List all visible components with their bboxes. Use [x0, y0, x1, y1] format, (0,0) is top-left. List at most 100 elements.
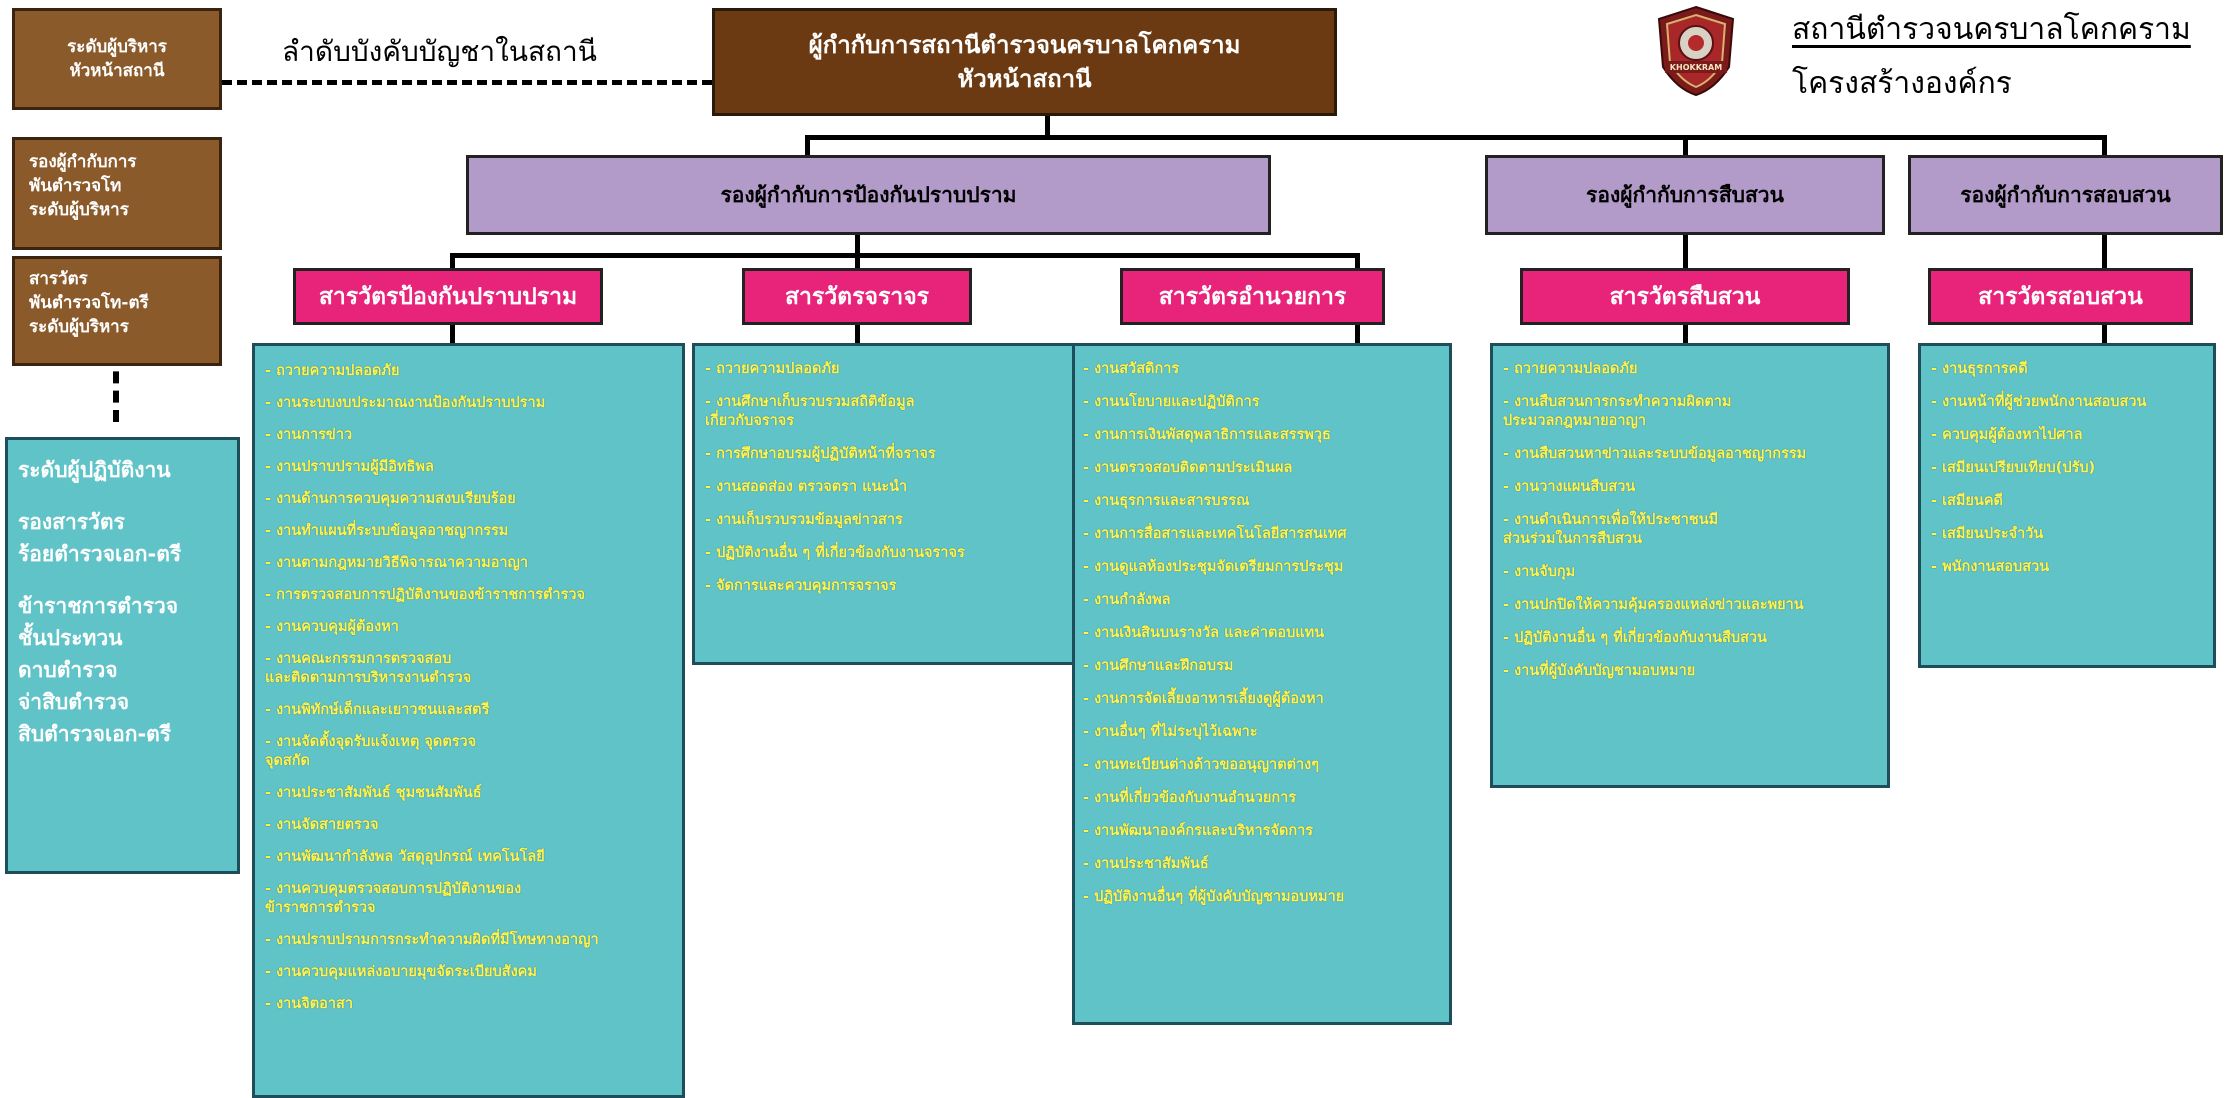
deputy-investigation-label: รองผู้กำกับการสืบสวน [1586, 182, 1784, 207]
left-box-text: สารวัตร [29, 269, 88, 289]
chief-subtitle: หัวหน้าสถานี [957, 65, 1092, 93]
task-item: - งานกำลังพล [1083, 592, 1171, 608]
connector [805, 135, 2107, 140]
left-box-text: รองผู้กำกับการ [29, 152, 137, 172]
connector [1683, 235, 1688, 268]
task-item: - งานการสื่อสารและเทคโนโลยีสารสนเทศ [1083, 526, 1347, 542]
left-operational-box: ระดับผู้ปฏิบัติงาน รองสารวัตร ร้อยตำรวจเ… [5, 437, 240, 874]
task-item: - การตรวจสอบการปฏิบัติงานของข้าราชการตำร… [265, 587, 586, 603]
task-item: - การศึกษาอบรมผู้ปฏิบัติหน้าที่จราจร [705, 446, 936, 462]
task-item: - งานคณะกรรมการตรวจสอบ และติดตามการบริหา… [265, 651, 472, 686]
task-item: - งานธุรการคดี [1931, 361, 2028, 377]
connector [450, 325, 455, 343]
inspector-prevention-label: สารวัตรป้องกันปราบปราม [318, 283, 578, 310]
ops-item [18, 570, 227, 590]
tasks-traffic-box: - ถวายความปลอดภัย - งานศึกษาเก็บรวบรวมสถ… [692, 343, 1100, 665]
task-item: - งานจัดตั้งจุดรับแจ้งเหตุ จุดตรวจ จุดสก… [265, 734, 477, 769]
ops-item: ข้าราชการตำรวจ ชั้นประทวน ดาบตำรวจ จ่าสิ… [18, 594, 179, 746]
task-item: - งานทำแผนที่ระบบข้อมูลอาชญากรรม [265, 523, 509, 539]
inspector-inquiry-label: สารวัตรสอบสวน [1978, 283, 2143, 310]
task-item: - งานควบคุมผู้ต้องหา [265, 619, 399, 635]
tasks-investigation-box: - ถวายความปลอดภัย - งานสืบสวนการกระทำควา… [1490, 343, 1890, 788]
task-item: - เสมียนประจำวัน [1931, 526, 2044, 542]
deputy-inquiry-box: รองผู้กำกับการสอบสวน [1908, 155, 2223, 235]
task-item: - งานตามกฎหมายวิธีพิจารณาความอาญา [265, 555, 529, 571]
inspector-investigation-label: สารวัตรสืบสวน [1609, 283, 1761, 310]
task-item: - งานสวัสดิการ [1083, 361, 1180, 377]
rank-dashed-connector [222, 80, 712, 85]
task-item: - ถวายความปลอดภัย [1503, 361, 1638, 377]
task-item: - งานวางแผนสืบสวน [1503, 479, 1636, 495]
connector [1683, 135, 1688, 155]
task-item: - งานการข่าว [265, 427, 353, 443]
task-item: - เสมียนเปรียบเทียบ(ปรับ) [1931, 460, 2096, 476]
task-item: - งานจิตอาสา [265, 996, 353, 1012]
task-item: - งานดำเนินการเพื่อให้ประชาชนมี ส่วนร่วม… [1503, 512, 1719, 547]
task-item: - งานควบคุมตรวจสอบการปฏิบัติงานของ ข้ารา… [265, 881, 522, 916]
task-item: - งานควบคุมแหล่งอบายมุขจัดระเบียบสังคม [265, 964, 537, 980]
station-chief-box: ผู้กำกับการสถานีตำรวจนครบาลโคกคราม หัวหน… [712, 8, 1337, 116]
task-item: - งานสอดส่อง ตรวจตรา แนะนำ [705, 479, 908, 495]
task-item: - งานด้านการควบคุมความสงบเรียบร้อย [265, 491, 516, 507]
inspector-investigation-box: สารวัตรสืบสวน [1520, 268, 1850, 325]
connector [2102, 135, 2107, 155]
task-item: - งานพัฒนากำลังพล วัสดุอุปกรณ์ เทคโนโลยี [265, 849, 545, 865]
task-item: - งานจับกุม [1503, 564, 1576, 580]
station-name-heading: สถานีตำรวจนครบาลโคกคราม [1792, 12, 2191, 47]
connector [450, 253, 455, 268]
task-item: - งานเก็บรวบรวมข้อมูลข่าวสาร [705, 512, 903, 528]
task-item: - งานทะเบียนต่างด้าวขออนุญาตต่างๆ [1083, 757, 1320, 773]
task-item: - ปฏิบัติงานอื่น ๆ ที่เกี่ยวข้องกับงานสื… [1503, 630, 1767, 646]
task-item: - งานปกปิดให้ความคุ้มครองแหล่งข่าวและพยา… [1503, 597, 1804, 613]
deputy-prevention-box: รองผู้กำกับการป้องกันปราบปราม [466, 155, 1271, 235]
task-item: - ถวายความปลอดภัย [705, 361, 840, 377]
deputy-investigation-box: รองผู้กำกับการสืบสวน [1485, 155, 1885, 235]
task-item: - งานศึกษาและฝึกอบรม [1083, 658, 1234, 674]
left-deputy-box: รองผู้กำกับการ พันตำรวจโท ระดับผู้บริหาร [12, 137, 222, 250]
ops-item: รองสารวัตร ร้อยตำรวจเอก-ตรี [18, 510, 182, 566]
task-item: - จัดการและควบคุมการจราจร [705, 578, 897, 594]
connector [2102, 235, 2107, 268]
task-item: - งานอื่นๆ ที่ไม่ระบุไว้เฉพาะ [1083, 724, 1258, 740]
left-inspector-box: สารวัตร พันตำรวจโท-ตรี ระดับผู้บริหาร [12, 256, 222, 366]
connector [855, 235, 860, 255]
task-item: - งานหน้าที่ผู้ช่วยพนักงานสอบสวน [1931, 394, 2147, 410]
station-logo: KHOKKRAM [1655, 5, 1737, 97]
left-exec-head-box: ระดับผู้บริหาร หัวหน้าสถานี [12, 8, 222, 110]
connector [805, 135, 810, 155]
logo-text: KHOKKRAM [1670, 63, 1722, 72]
task-item: - งานจัดสายตรวจ [265, 817, 379, 833]
org-structure-heading: โครงสร้างองค์กร [1792, 66, 2012, 101]
deputy-inquiry-label: รองผู้กำกับการสอบสวน [1960, 182, 2171, 207]
connector [1355, 325, 1360, 343]
connector [1045, 116, 1050, 138]
task-item: - งานการจัดเลี้ยงอาหารเลี้ยงดูผู้ต้องหา [1083, 691, 1324, 707]
task-item: - งานศึกษาเก็บรวบรวมสถิติข้อมูล เกี่ยวกั… [705, 394, 915, 429]
task-item: - งานประชาสัมพันธ์ [1083, 856, 1209, 872]
task-item: - งานนโยบายและปฏิบัติการ [1083, 394, 1260, 410]
connector [2102, 325, 2107, 343]
inspector-admin-label: สารวัตรอำนวยการ [1158, 283, 1347, 310]
task-item: - งานปราบปรามการกระทำความผิดที่มีโทษทางอ… [265, 932, 599, 948]
left-dashed-connector [113, 352, 119, 422]
inspector-inquiry-box: สารวัตรสอบสวน [1928, 268, 2193, 325]
task-item: - งานปราบปรามผู้มีอิทธิพล [265, 459, 434, 475]
chief-title: ผู้กำกับการสถานีตำรวจนครบาลโคกคราม [808, 31, 1241, 59]
task-item: - เสมียนคดี [1931, 493, 2003, 509]
connector [1355, 253, 1360, 268]
task-item: - งานดูแลห้องประชุมจัดเตรียมการประชุม [1083, 559, 1344, 575]
left-box-text: พันตำรวจโท [29, 176, 122, 196]
connector [1683, 325, 1688, 343]
task-item: - งานสืบสวนหาข่าวและระบบข้อมูลอาชญากรรม [1503, 446, 1807, 462]
task-item: - งานธุรการและสารบรรณ [1083, 493, 1250, 509]
task-item: - งานที่ผู้บังคับบัญชามอบหมาย [1503, 663, 1696, 679]
deputy-prevention-label: รองผู้กำกับการป้องกันปราบปราม [720, 182, 1017, 207]
tasks-prevention-box: - ถวายความปลอดภัย - งานระบบงบประมาณงานป้… [252, 343, 685, 1098]
task-item: - งานระบบงบประมาณงานป้องกันปราบปราม [265, 395, 546, 411]
task-item: - พนักงานสอบสวน [1931, 559, 2050, 575]
inspector-traffic-label: สารวัตรจราจร [784, 283, 930, 310]
task-item: - ถวายความปลอดภัย [265, 363, 400, 379]
task-item: - ปฏิบัติงานอื่น ๆ ที่เกี่ยวข้องกับงานจร… [705, 545, 965, 561]
connector [855, 253, 860, 268]
task-item: - ปฏิบัติงานอื่นๆ ที่ผู้บังคับบัญชามอบหม… [1083, 889, 1345, 905]
